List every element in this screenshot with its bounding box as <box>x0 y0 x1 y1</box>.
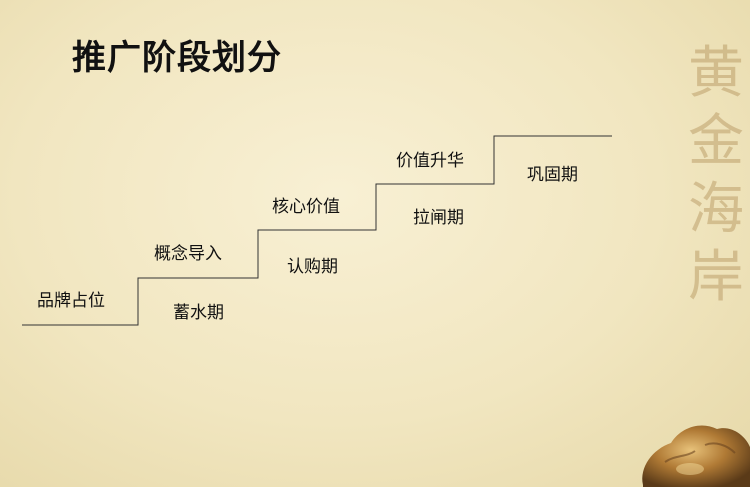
step-label-value-elevation: 价值升华 <box>396 151 464 171</box>
calligraphy-char: 黄 <box>688 41 744 106</box>
phase-label-accumulation: 蓄水期 <box>173 303 224 323</box>
calligraphy-char: 海 <box>688 177 744 242</box>
decorative-calligraphy: 黄 金 海 岸 <box>686 40 746 312</box>
phase-label-subscription: 认购期 <box>287 257 338 277</box>
step-label-brand-position: 品牌占位 <box>37 291 105 311</box>
phase-label-pull-up: 拉闸期 <box>413 208 464 228</box>
calligraphy-char: 金 <box>688 109 744 174</box>
decorative-rock-image <box>642 425 750 487</box>
step-label-core-value: 核心价值 <box>272 197 340 217</box>
page-title: 推广阶段划分 <box>72 38 282 78</box>
step-label-concept-introduction: 概念导入 <box>154 244 222 264</box>
staircase-line <box>22 135 612 326</box>
calligraphy-char: 岸 <box>688 245 744 310</box>
phase-label-consolidation: 巩固期 <box>527 165 578 185</box>
